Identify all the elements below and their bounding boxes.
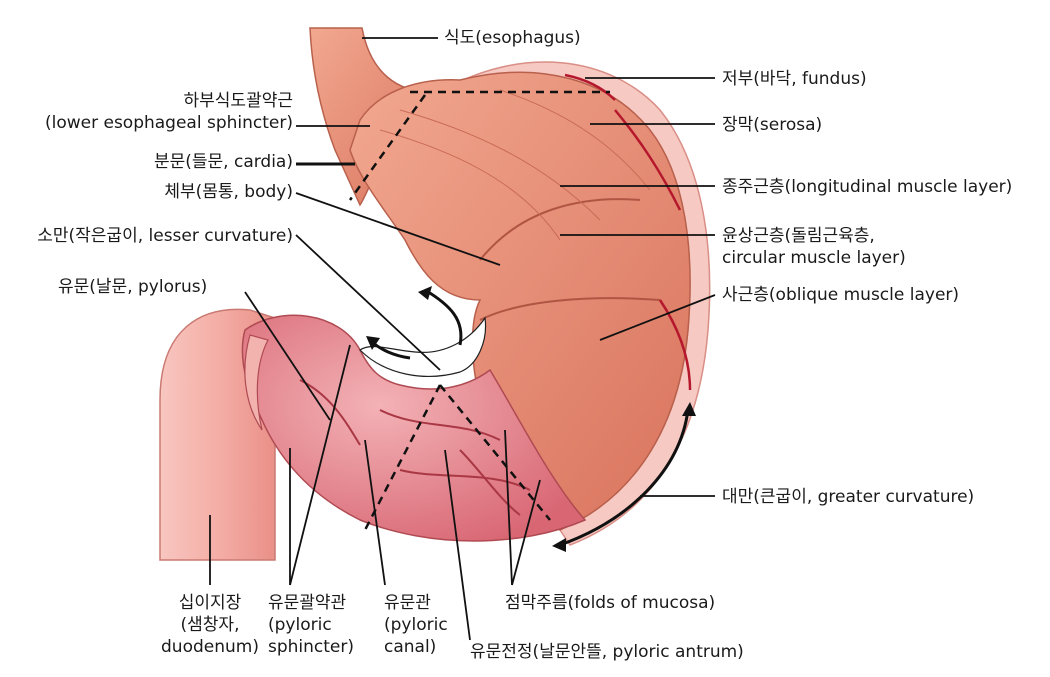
label-duodenum: 십이지장 (샘창자, duodenum) (120, 592, 300, 658)
label-pyloric-antrum: 유문전정(날문안뜰, pyloric antrum) (470, 642, 744, 662)
label-les-en: (lower esophageal sphincter) (44, 113, 293, 133)
label-pyloric-sphincter: 유문괄약관 (pyloric sphincter) (268, 592, 354, 658)
label-body: 체부(몸통, body) (164, 182, 293, 202)
mucosal-fold-3 (299, 379, 361, 446)
muscle-fiber-3 (499, 89, 651, 191)
muscle-fiber-1 (379, 129, 561, 241)
region-boundaries (348, 90, 610, 531)
arrowhead-4 (552, 538, 566, 552)
arrowhead-2 (366, 336, 380, 350)
label-serosa: 장막(serosa) (722, 115, 823, 135)
label-duodenum-3: duodenum) (161, 637, 259, 657)
blood-vessel-2 (614, 109, 682, 211)
label-greater-curvature: 대만(큰굽이, greater curvature) (722, 487, 975, 507)
label-lower-esophageal-sphincter: 하부식도괄약근 (lower esophageal sphincter) (45, 90, 293, 134)
greater-curvature-arrow (559, 409, 690, 547)
label-cardia: 분문(들문, cardia) (153, 152, 293, 172)
label-canal-1: 유문관 (384, 593, 431, 613)
circular-layer-edge (479, 198, 641, 261)
label-sphincter-3: sphincter) (268, 637, 355, 657)
label-canal-2: (pyloric (384, 615, 448, 635)
label-longitudinal-muscle: 종주근층(longitudinal muscle layer) (722, 177, 1013, 197)
arrowhead-1 (418, 286, 432, 300)
label-sphincter-2: (pyloric (268, 615, 332, 635)
mucosal-fold-2 (399, 469, 531, 491)
mucosal-fold-4 (459, 449, 521, 516)
pyloric-ring (244, 334, 269, 431)
label-duodenum-2: (샘창자, (180, 615, 240, 635)
blood-vessel-1 (564, 73, 616, 101)
label-esophagus: 식도(esophagus) (444, 28, 581, 48)
label-circular-muscle: 윤상근층(돌림근육층, circular muscle layer) (722, 225, 906, 269)
arrowhead-3 (682, 402, 696, 416)
lesser-curvature-notch (359, 316, 487, 377)
mucosal-fold-1 (379, 409, 501, 441)
muscle-fiber-2 (399, 109, 601, 221)
label-folds-of-mucosa: 점막주름(folds of mucosa) (505, 593, 716, 613)
mucosa-interior (241, 314, 587, 542)
label-duodenum-1: 십이지장 (178, 593, 242, 613)
label-pylorus: 유문(날문, pylorus) (58, 277, 208, 297)
label-oblique-muscle: 사근층(oblique muscle layer) (722, 285, 960, 305)
label-canal-3: canal) (384, 637, 437, 657)
oblique-layer-edge (479, 297, 661, 321)
label-pyloric-canal: 유문관 (pyloric canal) (384, 592, 448, 658)
label-sphincter-1: 유문괄약관 (268, 593, 347, 613)
label-circular-1: 윤상근층(돌림근육층, (722, 226, 875, 246)
label-fundus: 저부(바닥, fundus) (722, 69, 867, 89)
label-les-ko: 하부식도괄약근 (183, 91, 293, 111)
leader-lines (209, 37, 716, 641)
label-circular-2: circular muscle layer) (722, 248, 906, 268)
label-lesser-curvature: 소만(작은굽이, lesser curvature) (37, 226, 293, 246)
blood-vessel-3 (658, 299, 692, 391)
